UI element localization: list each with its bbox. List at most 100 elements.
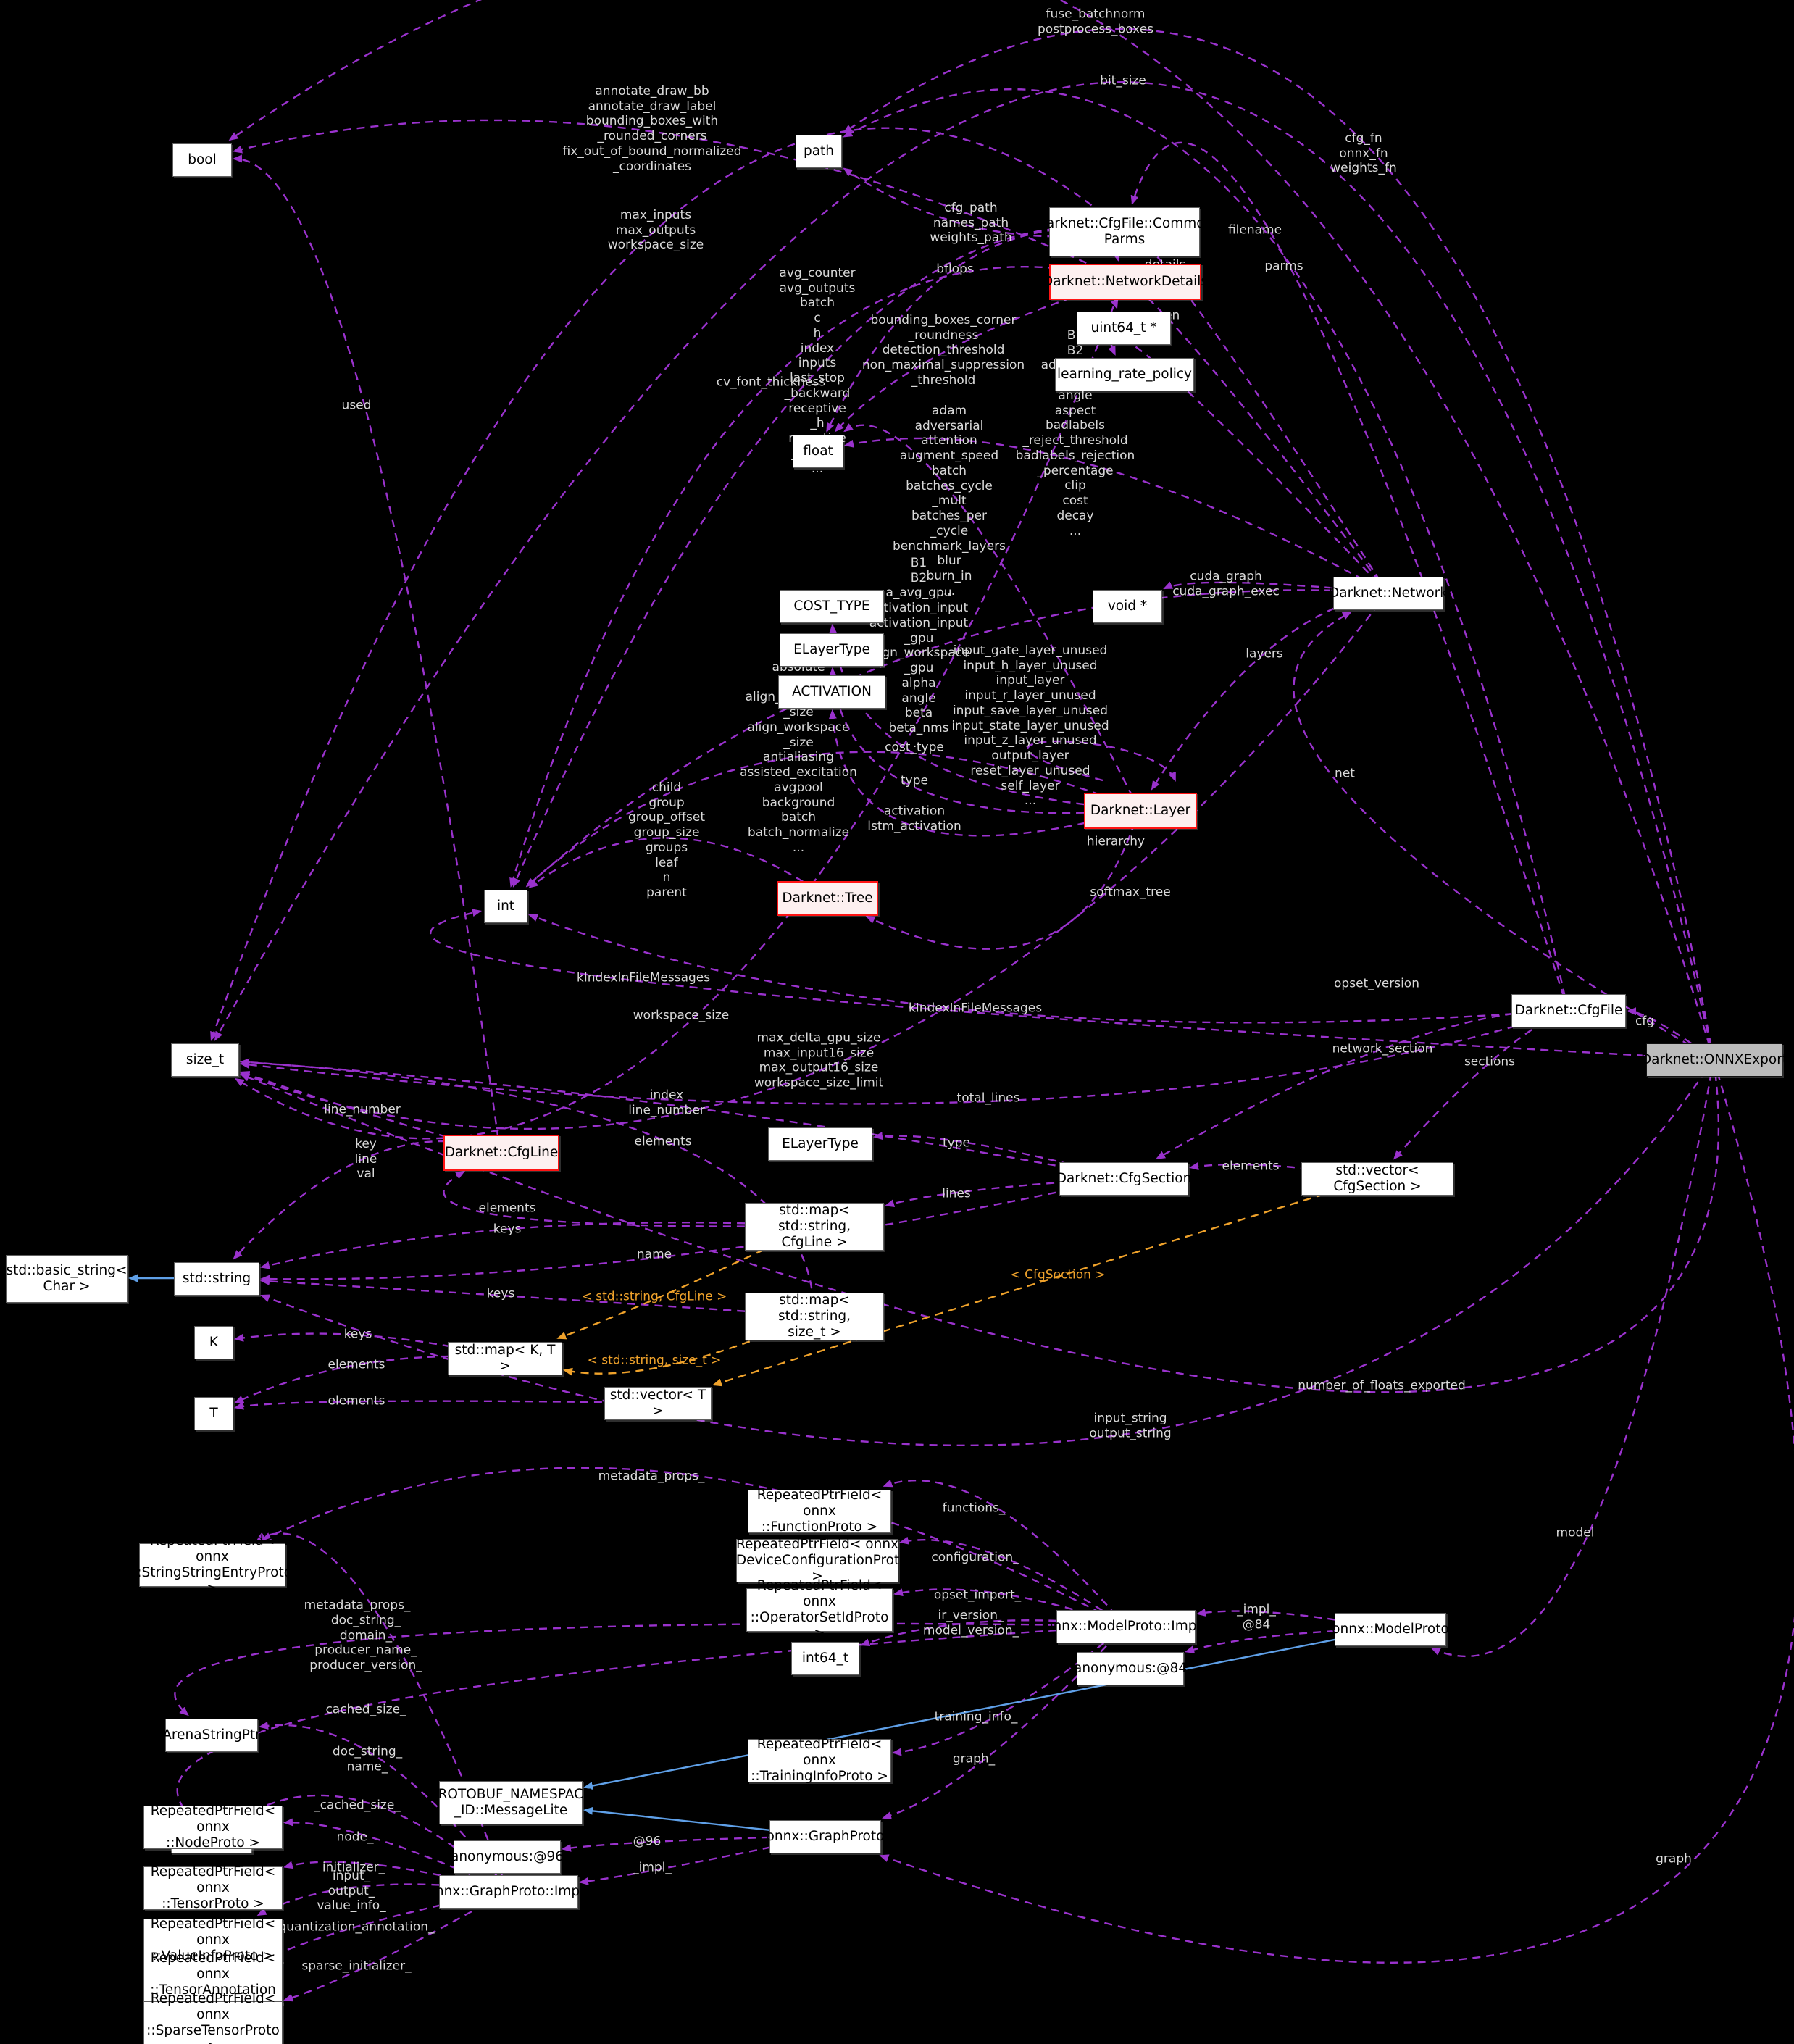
node-rpf_sse[interactable]: RepeatedPtrField< onnx ::StringStringEnt… [132, 1533, 293, 1596]
node-rpf_function[interactable]: RepeatedPtrField< onnx ::FunctionProto > [748, 1488, 891, 1535]
edge-label: sections [1464, 1054, 1516, 1069]
member-edge [899, 1536, 1126, 1627]
edge-label: fuse_batchnorm postprocess_boxes [1037, 7, 1154, 36]
edge-label: _impl_ @84 [1237, 1602, 1276, 1632]
member-edge [233, 1140, 501, 1260]
node-uint64_ptr[interactable]: uint64_t * [1077, 312, 1171, 345]
edge-label: child group group_offset group_size grou… [628, 780, 705, 901]
member-edge [843, 167, 1125, 238]
edge-label: softmax_tree [1090, 885, 1171, 900]
node-tree[interactable]: Darknet::Tree [777, 881, 878, 916]
node-float[interactable]: float [793, 435, 843, 468]
member-edge [283, 1890, 509, 2002]
node-layer[interactable]: Darknet::Layer [1084, 793, 1197, 829]
node-messagelite[interactable]: PROTOBUF_NAMESPACE _ID::MessageLite [430, 1781, 592, 1824]
edge-label: bounding_boxes_corner _roundness detecti… [861, 313, 1025, 388]
edge-label: type [901, 773, 928, 788]
node-arenastringptr[interactable]: ArenaStringPtr [162, 1719, 261, 1752]
node-int64[interactable]: int64_t [791, 1642, 859, 1675]
member-edge [865, 809, 1140, 950]
node-anon84[interactable]: anonymous:@84 [1074, 1652, 1187, 1685]
node-string[interactable]: std::string [174, 1262, 259, 1296]
node-lr_policy[interactable]: learning_rate_policy [1055, 358, 1194, 391]
edge-label: total_lines [956, 1090, 1020, 1106]
node-map_kt[interactable]: std::map< K, T > [448, 1342, 562, 1375]
node-graphproto_impl[interactable]: onnx::GraphProto::Impl_ [427, 1875, 590, 1909]
edge-label: name [636, 1247, 672, 1262]
node-network_details[interactable]: Darknet::NetworkDetails [1043, 264, 1208, 300]
edge-label: sparse_initializer_ [301, 1959, 412, 1974]
node-map_cfgline[interactable]: std::map< std::string, CfgLine > [745, 1203, 884, 1251]
node-K[interactable]: K [194, 1326, 233, 1359]
member-edge [528, 837, 827, 898]
node-rpf_tensor[interactable]: RepeatedPtrField< onnx ::TensorProto > [143, 1864, 283, 1911]
node-vector_t[interactable]: std::vector< T > [604, 1387, 712, 1420]
node-map_sizet[interactable]: std::map< std::string, size_t > [745, 1293, 884, 1340]
node-basic_string[interactable]: std::basic_string< Char > [6, 1255, 128, 1303]
node-cfgline[interactable]: Darknet::CfgLine [443, 1135, 559, 1171]
member-edge [883, 1479, 1126, 1627]
node-vector_cfgsection[interactable]: std::vector< CfgSection > [1301, 1162, 1453, 1196]
edge-label: quantization_annotation_ [278, 1919, 435, 1935]
member-edge [261, 1467, 1126, 1627]
node-void_ptr[interactable]: void * [1093, 590, 1162, 623]
member-edge [1027, 740, 1177, 782]
edge-label: initializer_ [322, 1860, 385, 1875]
member-edge [233, 154, 501, 1152]
edge-label: kIndexInFileMessages [576, 970, 711, 985]
edge-label: _cached_size_ [314, 1798, 401, 1813]
edge-label: training_info_ [934, 1709, 1018, 1724]
node-path[interactable]: path [796, 135, 842, 168]
member-edge [268, 1890, 509, 1959]
edge-label: elements [327, 1393, 385, 1409]
node-anon96[interactable]: anonymous:@96 [451, 1840, 564, 1874]
member-edge [509, 266, 1125, 888]
node-activation_node[interactable]: ACTIVATION [778, 675, 885, 709]
edge-label: metadata_props_ [304, 1598, 411, 1613]
edge-label: annotate_draw_bb annotate_draw_label bou… [562, 83, 742, 174]
edge-label: configuration_ [931, 1550, 1019, 1565]
node-rpf_tensorannot[interactable]: RepeatedPtrField< onnx ::TensorAnnotatio… [143, 1951, 283, 2014]
node-cost_type_node[interactable]: COST_TYPE [780, 590, 884, 623]
template-instantiation-edge [712, 1177, 1377, 1387]
member-edge [210, 127, 1125, 1041]
node-rpf_valueinfo[interactable]: RepeatedPtrField< onnx ::ValueInfoProto … [143, 1916, 283, 1964]
edge-label: doc_string_ name_ [332, 1744, 403, 1774]
node-cfgsection[interactable]: Darknet::CfgSection [1056, 1162, 1191, 1196]
edge-label: input_string output_string [1089, 1411, 1172, 1440]
node-rpf_opset[interactable]: RepeatedPtrField< onnx ::OperatorSetIdPr… [746, 1578, 893, 1641]
node-rpf_training[interactable]: RepeatedPtrField< onnx ::TrainingInfoPro… [748, 1737, 891, 1784]
node-bool[interactable]: bool [172, 143, 232, 177]
member-edge [829, 667, 1140, 814]
node-common_parms[interactable]: Darknet::CfgFile::Common Parms [1036, 207, 1213, 256]
edge-label: layers [1246, 646, 1283, 662]
edge-label: bit_size [1100, 73, 1146, 88]
node-cfgfile[interactable]: Darknet::CfgFile [1511, 994, 1626, 1027]
node-graphproto[interactable]: onnx::GraphProto [767, 1820, 884, 1853]
member-edge [829, 624, 1140, 811]
edge-label: doc_string_ domain_ producer_name_ produ… [309, 1613, 422, 1673]
edge-label: cfg_fn onnx_fn weights_fn [1330, 130, 1397, 176]
node-T[interactable]: T [194, 1397, 233, 1430]
member-edge [234, 1355, 505, 1403]
node-elayertype1[interactable]: ELayerType [780, 633, 884, 667]
node-elayertype2[interactable]: ELayerType [768, 1127, 872, 1161]
member-edge [234, 1400, 658, 1410]
node-rpf_sparse[interactable]: RepeatedPtrField< onnx ::SparseTensorPro… [143, 1991, 283, 2044]
node-network[interactable]: Darknet::Network [1329, 577, 1448, 610]
inheritance-edge [583, 1627, 1390, 1790]
member-edge [562, 1835, 825, 1852]
node-modelproto[interactable]: onnx::ModelProto [1332, 1613, 1449, 1646]
member-edge [283, 1861, 509, 1893]
node-onnxexport: Darknet::ONNXExport [1641, 1043, 1787, 1077]
edge-label: input_gate_layer_unused input_h_layer_un… [951, 643, 1109, 809]
node-int[interactable]: int [484, 890, 527, 923]
edge-label: keys [486, 1286, 515, 1301]
node-size_t[interactable]: size_t [171, 1043, 239, 1077]
edge-label: input_ output_ value_info_ [317, 1868, 386, 1914]
member-edge [242, 1794, 509, 1892]
member-edge [240, 1058, 815, 1317]
node-modelproto_impl[interactable]: onnx::ModelProto::Impl_ [1045, 1610, 1207, 1643]
node-rpf_devconf[interactable]: RepeatedPtrField< onnx ::DeviceConfigura… [727, 1537, 908, 1584]
node-rpf_node[interactable]: RepeatedPtrField< onnx ::NodeProto > [143, 1803, 283, 1851]
